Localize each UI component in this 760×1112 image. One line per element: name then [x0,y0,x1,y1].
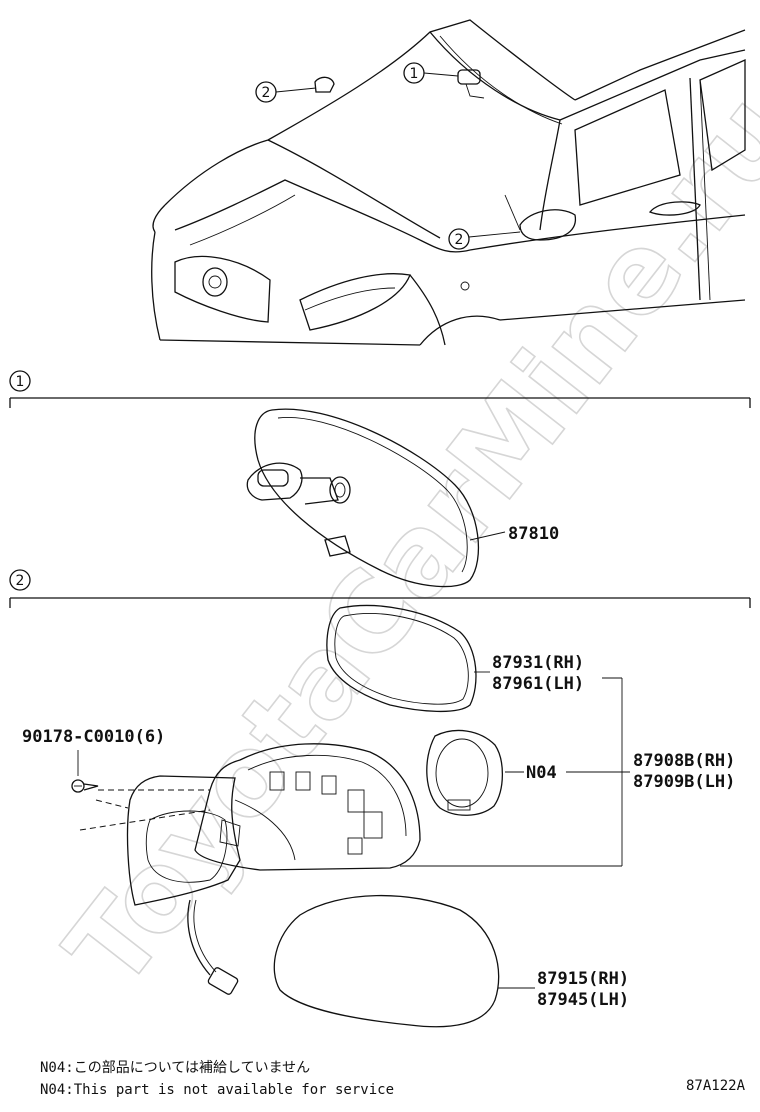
circled-number-icon: 1 [410,66,419,82]
circled-number-icon: 2 [262,85,271,101]
rearview-mirror [246,408,480,588]
part-label-87931: 87931(RH) [492,653,584,673]
callout-2-car-top: 2 [255,81,317,103]
section-1-header: 1 [9,370,751,408]
part-label-n04: N04 [526,763,557,783]
part-label-87810: 87810 [508,524,559,544]
part-label-90178: 90178-C0010(6) [22,727,165,747]
circled-number-icon: 2 [455,232,464,248]
leader-87810 [469,531,506,541]
part-label-87945: 87945(LH) [537,990,629,1010]
mirror-glass [273,894,500,1028]
watermark-text: ToyotaCarMine.ru [42,70,760,1011]
callout-1-car: 1 [403,62,459,84]
note-jp: N04:この部品については補給していません [40,1060,310,1076]
part-label-87908b: 87908B(RH) [633,751,735,771]
mirror-body [194,743,421,871]
assembly-bracket [400,677,630,867]
assembly-line-2 [95,799,129,809]
mirror-frame [326,604,477,713]
watermark: ToyotaCarMine.ru [41,70,760,1012]
note-en: N04:This part is not available for servi… [40,1082,394,1098]
door-mirror-housing [126,775,241,995]
callout-2-car-side: 2 [448,228,521,250]
assembly-line-3 [79,809,211,831]
mirror-motor [426,729,503,816]
screw-icon [71,779,99,793]
car-outline [151,19,746,346]
figure-id: 87A122A [686,1078,746,1094]
circled-number-icon: 1 [16,374,25,390]
part-label-87909b: 87909B(LH) [633,772,735,792]
part-label-87961: 87961(LH) [492,674,584,694]
part-label-87915: 87915(RH) [537,969,629,989]
circled-number-icon: 2 [16,573,25,589]
section-2-header: 2 [9,569,751,608]
